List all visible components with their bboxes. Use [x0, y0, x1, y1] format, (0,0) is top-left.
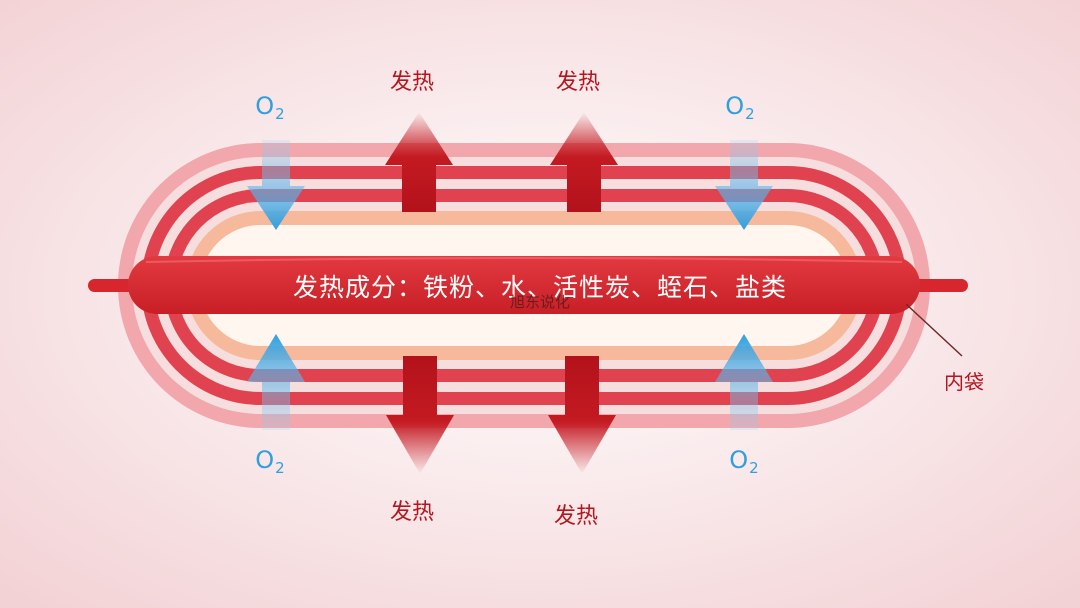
oxygen-arrow-down-right — [715, 140, 773, 230]
bag-highlight — [145, 257, 903, 263]
heat-label-top-left: 发热 — [389, 70, 435, 95]
heat-label-top-right: 发热 — [555, 70, 601, 95]
watermark-text: 旭东说化 — [509, 293, 571, 311]
heat-label-bottom-right: 发热 — [553, 504, 599, 529]
oxygen-label-top-left: O2 — [255, 92, 285, 123]
ingredients-label: 发热成分：铁粉、水、活性炭、蛭石、盐类 — [292, 273, 788, 302]
oxygen-label-top-right: O2 — [725, 92, 755, 123]
heat-arrow-down-right — [548, 356, 616, 474]
heat-label-bottom-left: 发热 — [389, 500, 435, 525]
oxygen-label-bottom-right: O2 — [729, 446, 759, 477]
inner-bag-label: 内袋 — [944, 370, 984, 394]
heat-arrow-up-left — [385, 112, 453, 212]
inner-bag-leader-line — [905, 303, 963, 357]
bag-body — [128, 256, 920, 314]
inner-bag — [88, 256, 968, 314]
oxygen-arrow-down-left — [247, 140, 305, 230]
heat-arrow-up-right — [550, 112, 618, 212]
outer-pouch — [118, 143, 930, 428]
oxygen-arrow-up-right — [715, 334, 773, 430]
bag-tab-left — [88, 279, 136, 292]
bag-tab-right — [912, 279, 968, 292]
oxygen-label-bottom-left: O2 — [255, 446, 285, 477]
oxygen-arrow-up-left — [247, 334, 305, 430]
heat-arrow-down-left — [386, 356, 454, 474]
heat-arrows — [385, 112, 618, 474]
oxygen-arrows — [247, 140, 773, 430]
